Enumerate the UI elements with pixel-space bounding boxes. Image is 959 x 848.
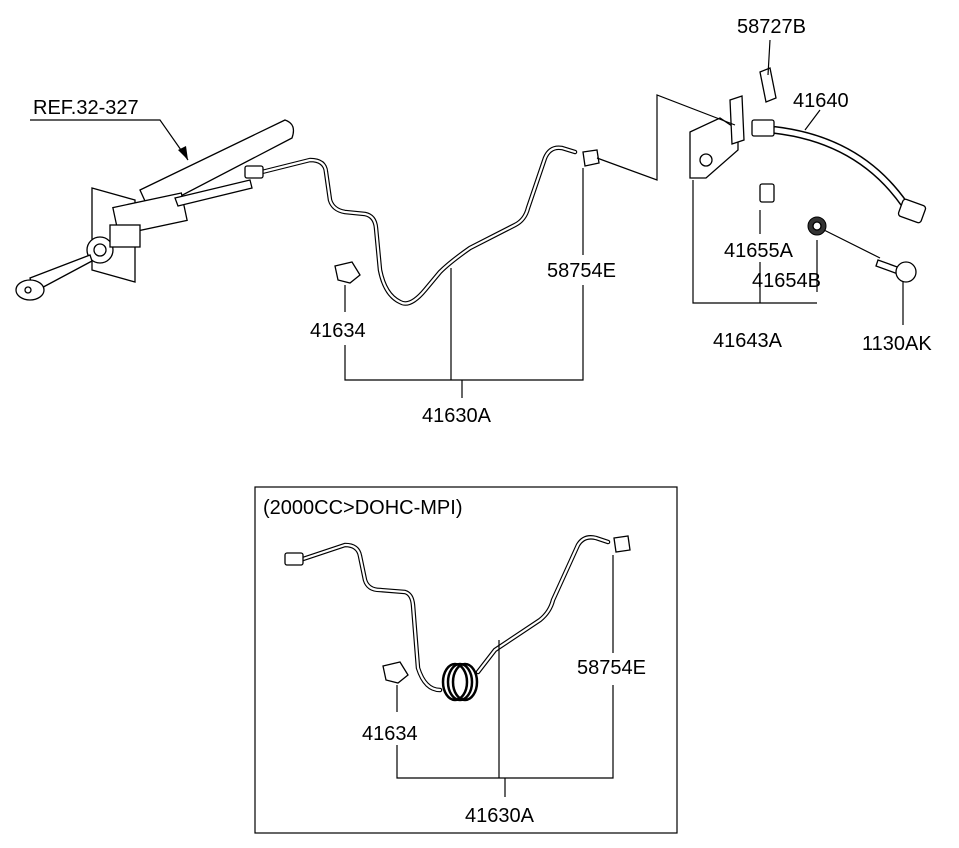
inset-label-41634: 41634 [362,723,418,745]
inset-box [254,486,678,834]
inset-clip-41634 [382,661,409,684]
label-41655A: 41655A [724,240,794,262]
label-41643A: 41643A [713,330,783,352]
hose-bracket-41643A [689,95,745,179]
inset-title: (2000CC>DOHC-MPI) [263,497,462,519]
label-58727B: 58727B [737,16,806,38]
ref-leader-line [30,119,189,161]
clip-41634 [334,261,361,284]
label-41630A: 41630A [422,405,492,427]
bracket-leader-line [596,94,736,181]
label-58754E: 58754E [547,260,616,282]
clutch-master-cylinder [15,119,295,301]
inset-clutch-tube-41630A [284,535,631,702]
ref-label: REF.32-327 [33,97,139,119]
bolt-1130AK [875,259,917,283]
clutch-tube-41630A [244,145,600,306]
inset-label-58754E: 58754E [577,657,646,679]
inset-label-41630A: 41630A [465,805,535,827]
ref-arrow-icon [178,146,188,160]
label-41634: 41634 [310,320,366,342]
label-41654B: 41654B [752,270,821,292]
label-1130AK: 1130AK [862,333,932,355]
bushing-41655A [759,183,775,203]
label-41640: 41640 [793,90,849,112]
clutch-hose-41640 [751,119,927,224]
coil-icon [441,662,479,702]
clip-58727B [759,67,777,103]
